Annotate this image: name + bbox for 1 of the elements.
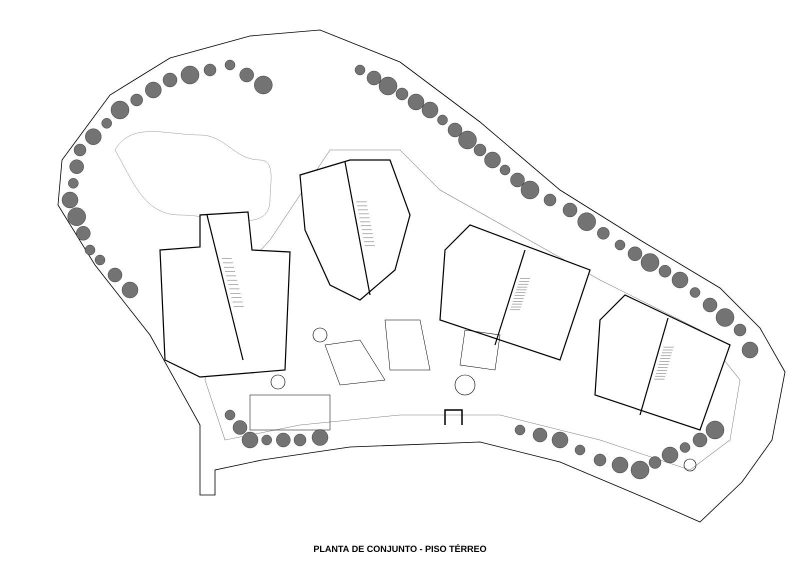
caption: PLANTA DE CONJUNTO - PISO TÉRREO	[314, 544, 486, 552]
